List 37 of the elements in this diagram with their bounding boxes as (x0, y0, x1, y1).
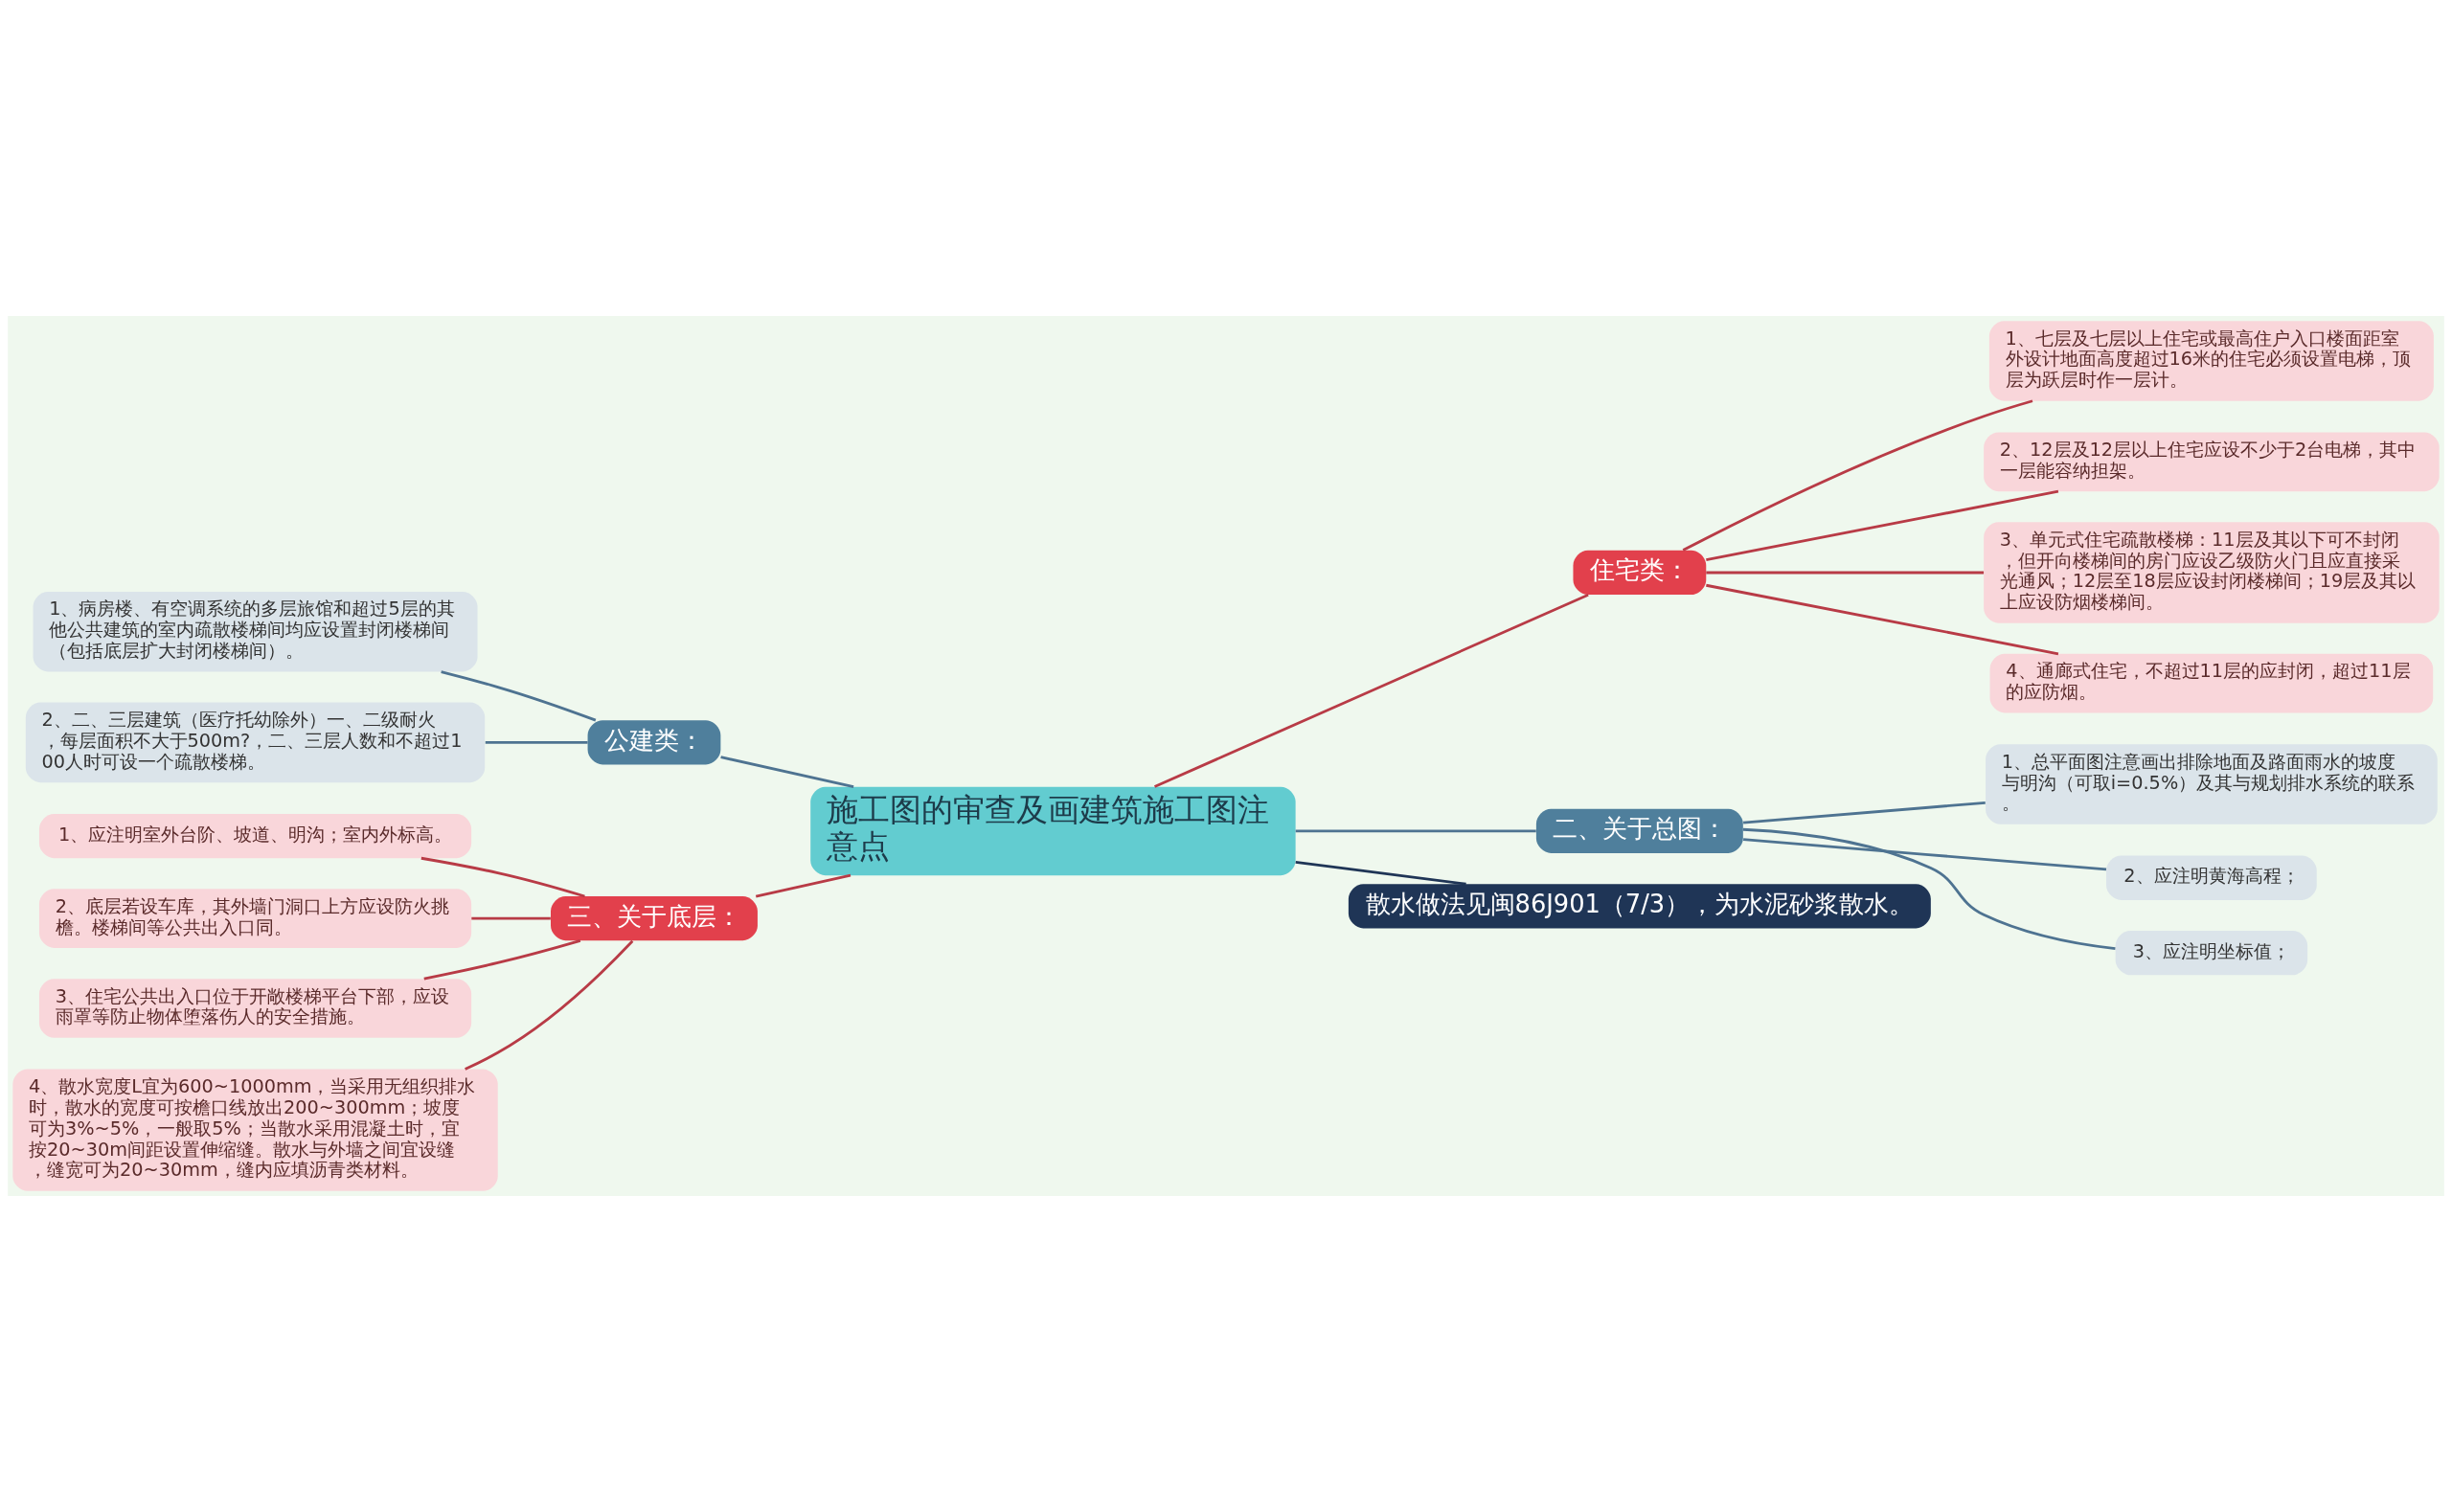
connector (441, 670, 597, 722)
connector (465, 939, 634, 1071)
connector (1743, 801, 1986, 824)
connector (1706, 583, 2059, 656)
node-box: 2、底层若设车库，其外墙门洞口上方应设防火挑檐。楼梯间等公共出入口同。 (38, 889, 472, 948)
connector (1706, 571, 1985, 575)
node-box: 三、关于底层： (551, 896, 758, 941)
node-box: 3、应注明坐标值； (2115, 931, 2308, 976)
connector (1742, 827, 2116, 951)
node-box: 3、单元式住宅疏散楼梯：11层及其以下可不封闭，但开向楼梯间的房门应设乙级防火门且应直接采光通风；12层至18层应设封闭楼梯间；19层及其以上应设防烟楼梯间。 (1984, 522, 2440, 623)
node-box: 施工图的审查及画建筑施工图注意点 (810, 786, 1296, 876)
connector (1743, 838, 2107, 871)
connector (1295, 829, 1536, 833)
node-box: 2、应注明黄海高程； (2106, 855, 2317, 900)
node-box: 2、二、三层建筑（医疗托幼除外）一、二级耐火，每层面积不大于500m?，二、三层人数和不超过100人时可设一个疏散楼梯。 (25, 702, 486, 783)
node-box: 1、应注明室外台阶、坡道、明沟；室内外标高。 (38, 813, 472, 859)
node-box: 公建类： (587, 720, 721, 765)
connector (755, 873, 851, 898)
connector (1153, 593, 1589, 788)
node-box: 散水做法见闽86J901（7/3），为水泥砂浆散水。 (1348, 884, 1931, 929)
node-box: 4、散水宽度L宜为600~1000mm，当采用无组织排水时，散水的宽度可按檐口线放出200~300mm；坡度可为3%~5%，一般取5%；当散水采用混凝土时，宜按20~30m间距设置伸缩缝。散水与外墙之间宜设缝，缝宽可为20~30mm，缝内应填沥青类材料。 (12, 1069, 498, 1191)
connector (485, 740, 588, 744)
node-box: 二、关于总图： (1535, 808, 1743, 854)
connector (1295, 860, 1466, 886)
node-box: 2、12层及12层以上住宅应设不少于2台电梯，其中一层能容纳担架。 (1984, 432, 2440, 492)
connector (423, 939, 581, 981)
node-box: 1、总平面图注意画出排除地面及路面雨水的坡度与明沟（可取i=0.5%）及其与规划排水系统的联系。 (1986, 744, 2438, 824)
connector (1682, 399, 2033, 552)
connector (720, 756, 854, 788)
connector (471, 916, 551, 920)
connector (1706, 489, 2059, 562)
node-box: 3、住宅公共出入口位于开敞楼梯平台下部，应设雨罩等防止物体堕落伤人的安全措施。 (38, 979, 472, 1038)
node-box: 1、病房楼、有空调系统的多层旅馆和超过5层的其他公共建筑的室内疏散楼梯间均应设置封闭楼梯间（包括底层扩大封闭楼梯间）。 (33, 591, 478, 672)
connector (420, 856, 585, 898)
node-box: 住宅类： (1573, 550, 1707, 596)
node-box: 4、通廊式住宅，不超过11层的应封闭，超过11层的应防烟。 (1989, 653, 2434, 713)
node-box: 1、七层及七层以上住宅或最高住户入口楼面距室外设计地面高度超过16米的住宅必须设置电梯，顶层为跃层时作一层计。 (1988, 321, 2434, 401)
